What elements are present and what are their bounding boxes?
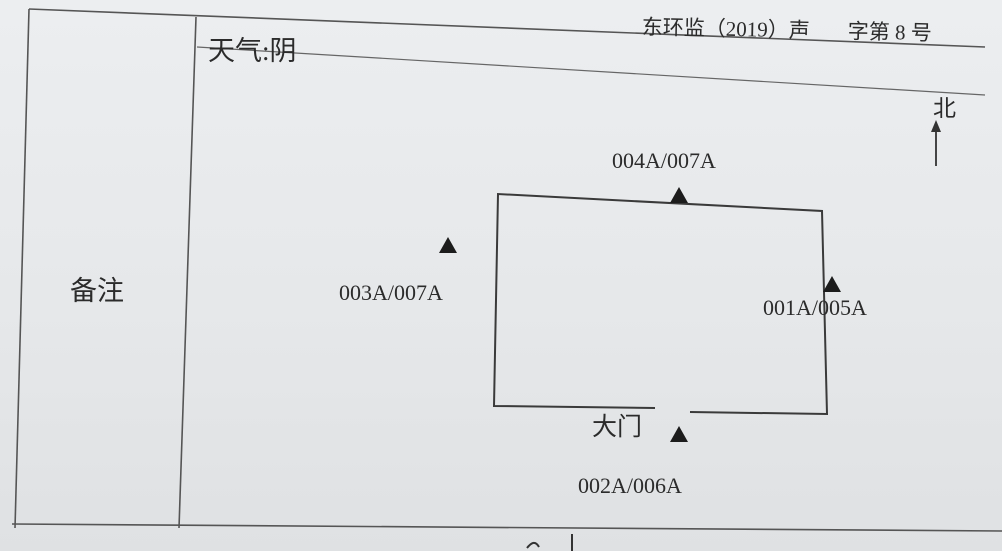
- monitoring-point-north-label: 004A/007A: [612, 148, 716, 173]
- monitoring-point-south-marker: [670, 426, 688, 442]
- header-underline: [196, 46, 986, 96]
- monitoring-point-south-label: 002A/006A: [578, 473, 682, 498]
- monitoring-point-east-marker: [823, 276, 841, 292]
- monitoring-point-west-marker: [439, 237, 457, 253]
- document-number-prefix: 东环监（2019）声: [641, 15, 811, 43]
- monitoring-point-north-marker: [670, 187, 688, 203]
- table-column-divider: [178, 16, 197, 529]
- north-arrow-icon: [931, 120, 941, 166]
- document-number-suffix: 字第 8 号: [847, 19, 932, 46]
- weather-label: 天气:阴: [208, 36, 297, 66]
- monitoring-point-west-label: 003A/007A: [339, 280, 443, 305]
- north-label: 北: [933, 96, 956, 121]
- table-left-border: [14, 8, 30, 529]
- table-bottom-border: [11, 523, 1002, 532]
- gate-label: 大门: [592, 414, 643, 441]
- table-top-border: [28, 8, 986, 48]
- site-boundary: [492, 192, 829, 416]
- pen-mark: [526, 534, 573, 551]
- monitoring-point-east-label: 001A/005A: [763, 295, 867, 320]
- remarks-label: 备注: [70, 276, 124, 306]
